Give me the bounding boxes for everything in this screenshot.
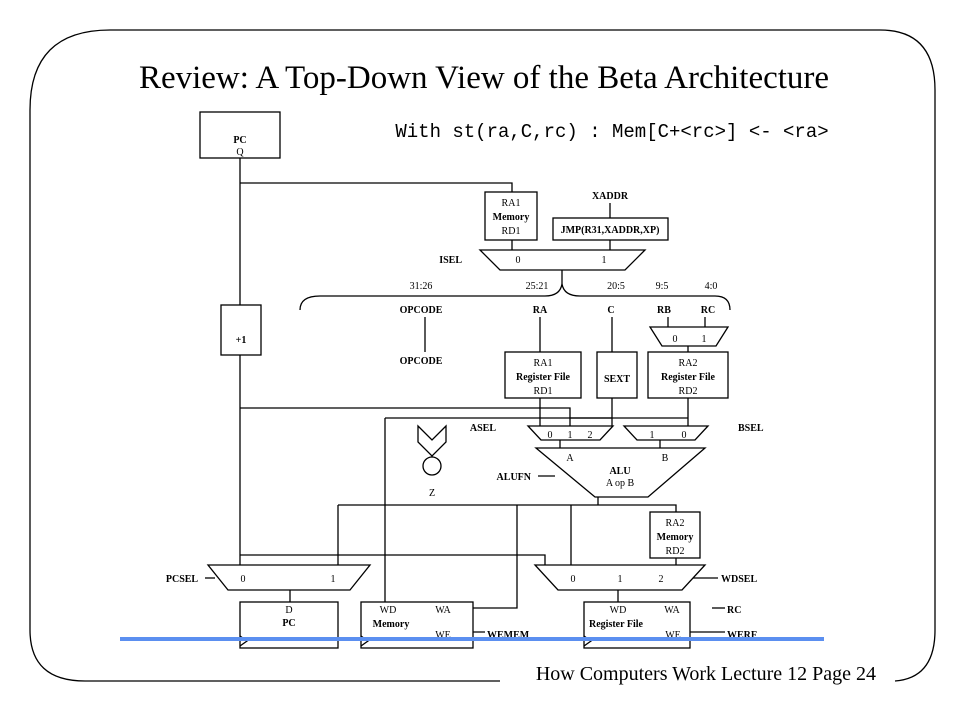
asel-in0: 0 bbox=[548, 430, 553, 441]
pc-d: D bbox=[285, 605, 292, 616]
alufn-label: ALUFN bbox=[497, 472, 532, 483]
isel-mux bbox=[478, 249, 647, 271]
pc-name: PC bbox=[282, 618, 295, 629]
opcode-output: OPCODE bbox=[400, 356, 443, 367]
pcsel-label: PCSEL bbox=[166, 574, 199, 585]
asel-label: ASEL bbox=[470, 423, 496, 434]
pcsel-in0: 0 bbox=[241, 574, 246, 585]
plus-one-label: +1 bbox=[236, 335, 247, 346]
mem-we: WE bbox=[435, 630, 451, 641]
rf2-l3: RD2 bbox=[679, 386, 698, 397]
alu bbox=[534, 447, 707, 498]
asel-in1: 1 bbox=[568, 430, 573, 441]
isel-in0: 0 bbox=[516, 255, 521, 266]
pc-top-q: Q bbox=[236, 147, 244, 158]
ra2sel-mux bbox=[648, 326, 730, 347]
isel-label: ISEL bbox=[439, 255, 462, 266]
imem-l2: Memory bbox=[493, 212, 530, 223]
register-file-read2 bbox=[647, 351, 729, 399]
isel-in1: 1 bbox=[602, 255, 607, 266]
slide-title: Review: A Top-Down View of the Beta Arch… bbox=[139, 60, 829, 96]
wdsel-in0: 0 bbox=[571, 574, 576, 585]
bsel-mux bbox=[622, 425, 710, 441]
instruction-memory bbox=[484, 191, 538, 241]
xaddr-label: XADDR bbox=[592, 191, 629, 202]
dmem-l2: Memory bbox=[657, 532, 694, 543]
ra2sel-in0: 0 bbox=[673, 334, 678, 345]
opcode-field: OPCODE bbox=[400, 305, 443, 316]
rfw-wd: WD bbox=[610, 605, 627, 616]
pcsel-mux bbox=[206, 564, 372, 591]
sext-box bbox=[596, 351, 638, 399]
rb-field: RB bbox=[657, 305, 671, 316]
sext-label: SEXT bbox=[604, 374, 630, 385]
rfw-we: WE bbox=[665, 630, 681, 641]
wdsel-in2: 2 bbox=[659, 574, 664, 585]
field-9-5: 9:5 bbox=[656, 281, 669, 292]
dmem-l3: RD2 bbox=[666, 546, 685, 557]
alu-b: B bbox=[662, 453, 669, 464]
rfw-wa: WA bbox=[664, 605, 680, 616]
rc-field: RC bbox=[701, 305, 715, 316]
pcsel-in1: 1 bbox=[331, 574, 336, 585]
ra2sel-in1: 1 bbox=[702, 334, 707, 345]
bsel-in0: 0 bbox=[682, 430, 687, 441]
wemem-label: WEMEM bbox=[487, 630, 530, 641]
rf1-l2: Register File bbox=[516, 372, 571, 383]
wires bbox=[205, 158, 731, 633]
slide-frame bbox=[29, 29, 936, 682]
pc-register-top bbox=[199, 111, 281, 159]
alu-op: A op B bbox=[606, 478, 635, 489]
rf2-l2: Register File bbox=[661, 372, 716, 383]
mem-wd: WD bbox=[380, 605, 397, 616]
slide-subtitle: With st(ra,C,rc) : Mem[C+<rc>] <- <ra> bbox=[395, 121, 828, 143]
mem-name: Memory bbox=[373, 619, 410, 630]
rf1-l3: RD1 bbox=[534, 386, 553, 397]
werf-label: WERF bbox=[727, 630, 757, 641]
plus-one-box bbox=[220, 304, 262, 356]
bsel-label: BSEL bbox=[738, 423, 764, 434]
pc-top-label: PC bbox=[233, 135, 246, 146]
slide-footer: How Computers Work Lecture 12 Page 24 bbox=[536, 663, 876, 685]
field-4-0: 4:0 bbox=[705, 281, 718, 292]
bsel-in1: 1 bbox=[650, 430, 655, 441]
field-25-21: 25:21 bbox=[526, 281, 549, 292]
rfw-name: Register File bbox=[589, 619, 644, 630]
wdsel-in1: 1 bbox=[618, 574, 623, 585]
asel-mux bbox=[526, 425, 615, 441]
register-file-read1 bbox=[504, 351, 582, 399]
rfw-rc: RC bbox=[727, 605, 741, 616]
alu-name: ALU bbox=[609, 466, 630, 477]
mem-wa: WA bbox=[435, 605, 451, 616]
alu-a: A bbox=[566, 453, 574, 464]
dmem-l1: RA2 bbox=[666, 518, 685, 529]
field-20-5: 20:5 bbox=[607, 281, 625, 292]
jmp-label: JMP(R31,XADDR,XP) bbox=[561, 225, 660, 236]
wdsel-label: WDSEL bbox=[721, 574, 757, 585]
imem-l1: RA1 bbox=[502, 198, 521, 209]
imem-l3: RD1 bbox=[502, 226, 521, 237]
z-label: Z bbox=[429, 488, 435, 499]
rf2-l1: RA2 bbox=[679, 358, 698, 369]
rf1-l1: RA1 bbox=[534, 358, 553, 369]
c-field: C bbox=[607, 305, 614, 316]
wdsel-mux bbox=[533, 564, 707, 591]
field-31-26: 31:26 bbox=[410, 281, 433, 292]
zero-detector bbox=[417, 424, 447, 457]
asel-in2: 2 bbox=[588, 430, 593, 441]
data-memory-read bbox=[649, 511, 701, 559]
zero-detector-bubble bbox=[422, 456, 442, 476]
ra-field: RA bbox=[533, 305, 548, 316]
jmp-box bbox=[552, 217, 669, 241]
